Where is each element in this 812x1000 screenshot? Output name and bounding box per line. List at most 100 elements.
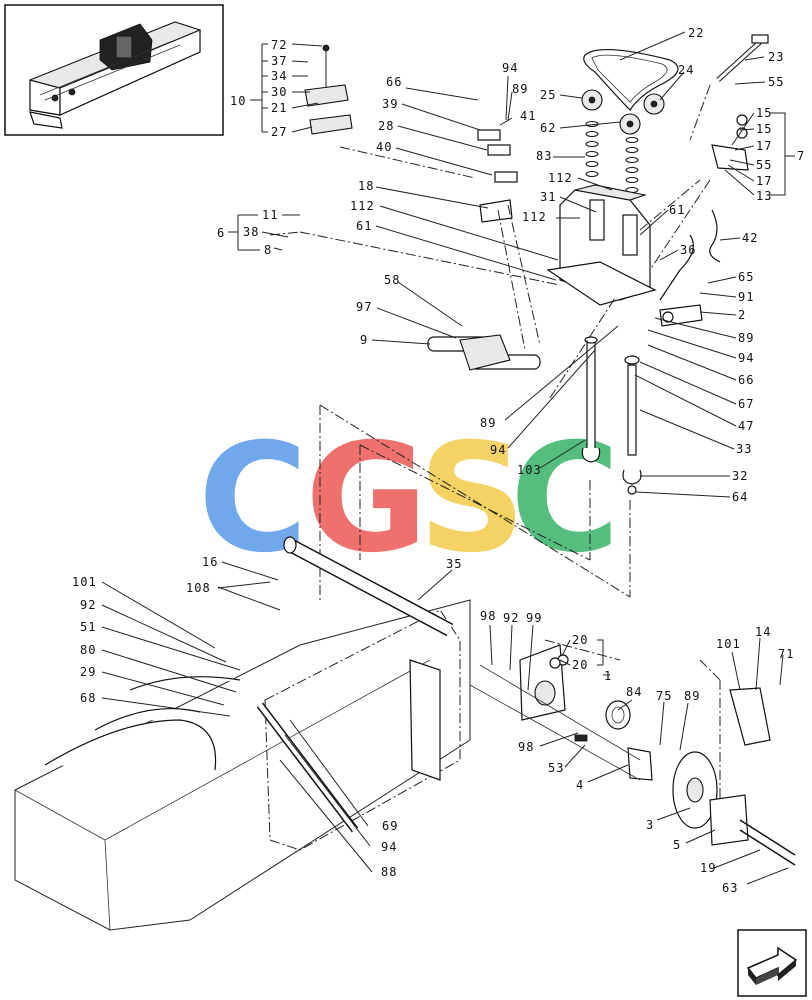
- watermark-letter-c2: C: [510, 412, 620, 586]
- callout-c32: 32: [732, 469, 748, 483]
- callout-c66b: 66: [738, 373, 754, 387]
- callout-c55a: 55: [768, 75, 784, 89]
- callout-c36: 36: [680, 243, 696, 257]
- machine-overview-thumbnail-icon: [4, 4, 224, 136]
- callout-c67: 67: [738, 397, 754, 411]
- callout-c53: 53: [548, 761, 564, 775]
- callout-c89c: 89: [480, 416, 496, 430]
- callout-c94d: 94: [381, 840, 397, 854]
- callout-c66a: 66: [386, 75, 402, 89]
- callout-c63: 63: [722, 881, 738, 895]
- callout-c61a: 61: [356, 219, 372, 233]
- callout-c89a: 89: [512, 82, 528, 96]
- callout-c88: 88: [381, 865, 397, 879]
- watermark: C G S C: [198, 412, 620, 586]
- callout-c55b: 55: [756, 158, 772, 172]
- callout-c71: 71: [778, 647, 794, 661]
- callout-c23: 23: [768, 50, 784, 64]
- callout-c27: 27: [271, 125, 287, 139]
- callout-c17a: 17: [756, 139, 772, 153]
- callout-c35: 35: [446, 557, 462, 571]
- callout-c89d: 89: [684, 689, 700, 703]
- callout-c3: 3: [646, 818, 654, 832]
- callout-c94a: 94: [502, 61, 518, 75]
- callout-c17b: 17: [756, 174, 772, 188]
- callout-labels: 72 37 34 30 10 21 27 94 89 66 39 41 28 4…: [72, 26, 805, 895]
- callout-c18: 18: [358, 179, 374, 193]
- callout-c108: 108: [186, 581, 211, 595]
- callout-c94c: 94: [490, 443, 506, 457]
- callout-c24: 24: [678, 63, 694, 77]
- callout-c29: 29: [80, 665, 96, 679]
- callout-c80: 80: [80, 643, 96, 657]
- callout-c69: 69: [382, 819, 398, 833]
- callout-c99: 99: [526, 611, 542, 625]
- callout-c64: 64: [732, 490, 748, 504]
- callout-c5: 5: [673, 838, 681, 852]
- callout-c68: 68: [80, 691, 96, 705]
- callout-c10: 10: [230, 94, 246, 108]
- callout-c33: 33: [736, 442, 752, 456]
- callout-c112b: 112: [548, 171, 573, 185]
- callout-c30: 30: [271, 85, 287, 99]
- callout-c39: 39: [382, 97, 398, 111]
- callout-c20b: 20: [572, 658, 588, 672]
- watermark-letter-c1: C: [198, 412, 308, 586]
- leader-lines: [101, 31, 795, 885]
- lower-frame: [14, 536, 796, 931]
- watermark-letter-s: S: [418, 412, 526, 586]
- callout-c40: 40: [376, 140, 392, 154]
- callout-c94b: 94: [738, 351, 754, 365]
- callout-c21: 21: [271, 101, 287, 115]
- callout-c31: 31: [540, 190, 556, 204]
- callout-c89b: 89: [738, 331, 754, 345]
- callout-c2: 2: [738, 308, 746, 322]
- callout-c98a: 98: [480, 609, 496, 623]
- callout-c92b: 92: [503, 611, 519, 625]
- callout-c11: 11: [262, 208, 278, 222]
- callout-c14: 14: [755, 625, 771, 639]
- callout-c6: 6: [217, 226, 225, 240]
- upper-assembly: [304, 34, 769, 495]
- callout-c75: 75: [656, 689, 672, 703]
- callout-c22: 22: [688, 26, 704, 40]
- callout-c47: 47: [738, 419, 754, 433]
- callout-c9: 9: [360, 333, 368, 347]
- callout-c112a: 112: [350, 199, 375, 213]
- callout-c15b: 15: [756, 122, 772, 136]
- callout-c83: 83: [536, 149, 552, 163]
- callout-c16: 16: [202, 555, 218, 569]
- callout-c8: 8: [264, 243, 272, 257]
- callout-c1: 1: [604, 669, 612, 683]
- callout-c61b: 61: [669, 203, 685, 217]
- callout-c4: 4: [576, 778, 584, 792]
- callout-c38: 38: [243, 225, 259, 239]
- callout-c37: 37: [271, 54, 287, 68]
- callout-c41: 41: [520, 109, 536, 123]
- next-page-arrow-icon[interactable]: [737, 929, 807, 997]
- callout-c25: 25: [540, 88, 556, 102]
- callout-c103: 103: [517, 463, 542, 477]
- callout-c101b: 101: [716, 637, 741, 651]
- callout-c92a: 92: [80, 598, 96, 612]
- callout-c34: 34: [271, 69, 287, 83]
- callout-c51: 51: [80, 620, 96, 634]
- callout-c20a: 20: [572, 633, 588, 647]
- callout-c7: 7: [797, 149, 805, 163]
- callout-c65: 65: [738, 270, 754, 284]
- callout-c72: 72: [271, 38, 287, 52]
- callout-c19: 19: [700, 861, 716, 875]
- callout-c91: 91: [738, 290, 754, 304]
- callout-c62: 62: [540, 121, 556, 135]
- callout-c42: 42: [742, 231, 758, 245]
- callout-c58: 58: [384, 273, 400, 287]
- callout-c28: 28: [378, 119, 394, 133]
- callout-c15a: 15: [756, 106, 772, 120]
- callout-c98b: 98: [518, 740, 534, 754]
- callout-c13: 13: [756, 189, 772, 203]
- callout-c101a: 101: [72, 575, 97, 589]
- callout-c97: 97: [356, 300, 372, 314]
- callout-c84: 84: [626, 685, 642, 699]
- callout-c112c: 112: [522, 210, 547, 224]
